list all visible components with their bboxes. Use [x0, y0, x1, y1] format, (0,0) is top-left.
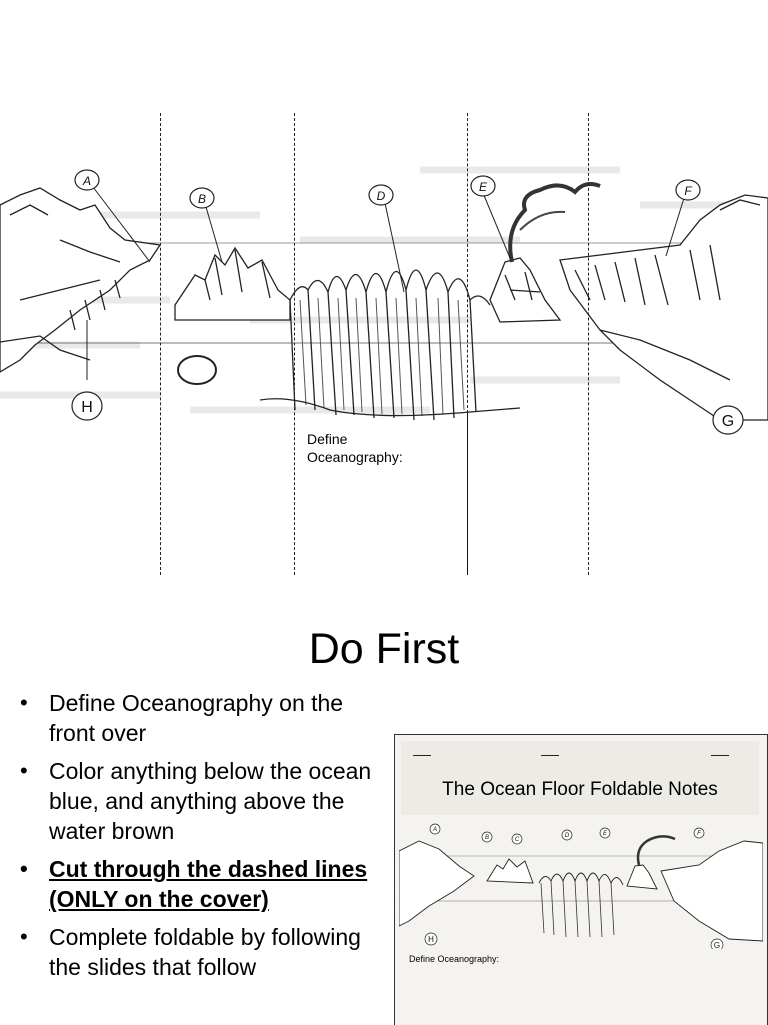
define-oceanography-label: Define Oceanography:	[307, 431, 403, 465]
fold-line	[467, 413, 468, 575]
mid-ocean-ridge	[259, 269, 521, 421]
thumbnail-define-label: Define Oceanography:	[409, 954, 500, 964]
ocean-floor-diagram: A B D E F H G	[0, 166, 768, 435]
diagram-label-g: G	[722, 413, 734, 430]
cut-line-3	[467, 113, 468, 413]
left-continent	[0, 187, 162, 373]
thumbnail-label-g: G	[714, 941, 720, 949]
thumbnail-label-d: D	[565, 833, 570, 839]
diagram-label-a: A	[82, 174, 91, 188]
leader-lines	[86, 186, 685, 380]
diagram-label-e: E	[479, 180, 488, 194]
cut-line-1	[160, 113, 161, 575]
thumbnail-title-band: The Ocean Floor Foldable Notes	[401, 741, 759, 815]
thumbnail-diagram: A B C D E F H G	[399, 823, 763, 949]
label-circles	[71, 169, 744, 435]
instruction-item: Complete foldable by following the slide…	[16, 922, 376, 982]
slide-title: Do First	[308, 625, 460, 673]
diagram-label-h: H	[81, 399, 93, 416]
instruction-item: Color anything below the ocean blue, and…	[16, 756, 376, 846]
instruction-list: Define Oceanography on the front over Co…	[16, 688, 376, 990]
instruction-item-emphasis: Cut through the dashed lines (ONLY on th…	[16, 854, 376, 914]
thumbnail-title: The Ocean Floor Foldable Notes	[442, 779, 718, 800]
diagram-label-f: F	[684, 184, 692, 198]
seamount-cluster	[174, 246, 291, 321]
diagram-label-b: B	[198, 192, 206, 206]
thumbnail-label-h: H	[428, 935, 434, 944]
thumbnail-label-c: C	[515, 837, 520, 843]
cut-line-2	[294, 113, 295, 575]
cut-line-4	[588, 113, 589, 575]
foldable-thumbnail: The Ocean Floor Foldable Notes A B C D E…	[394, 734, 768, 1025]
thumbnail-label-e: E	[603, 831, 608, 837]
thumbnail-label-a: A	[432, 827, 437, 833]
instruction-item: Define Oceanography on the front over	[16, 688, 376, 748]
volcano	[489, 182, 601, 323]
diagram-label-d: D	[377, 189, 386, 203]
thumbnail-label-f: F	[697, 831, 701, 837]
blank-label-circle	[177, 355, 217, 385]
right-continent	[559, 194, 768, 421]
thumbnail-label-b: B	[485, 835, 489, 841]
